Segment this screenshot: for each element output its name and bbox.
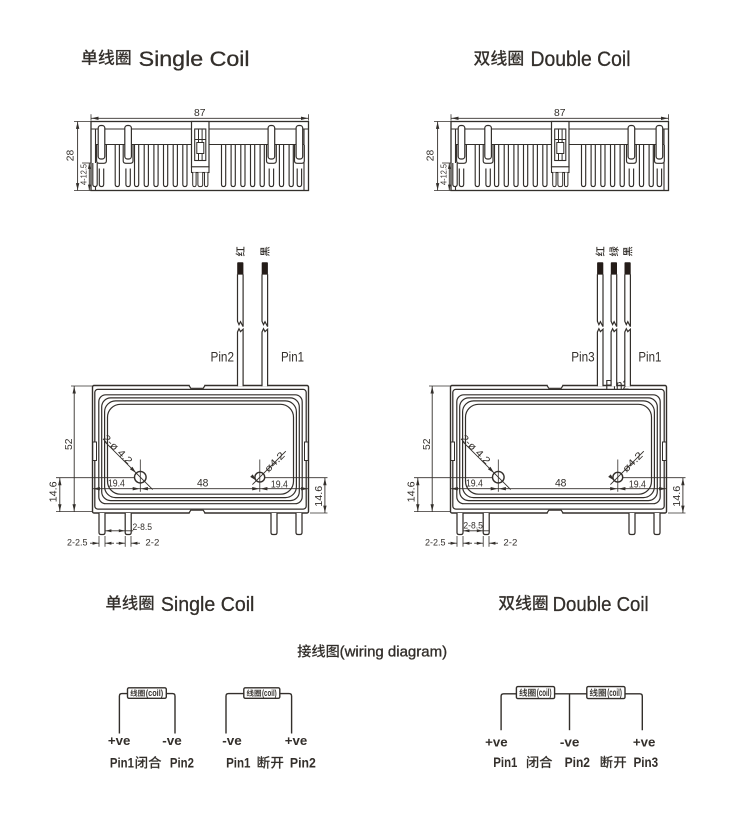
svg-text:-ve: -ve xyxy=(162,733,182,748)
svg-text:Pin3: Pin3 xyxy=(571,349,595,364)
svg-text:14.6: 14.6 xyxy=(314,485,325,506)
svg-text:2-2: 2-2 xyxy=(503,537,517,547)
svg-text:4-12.5: 4-12.5 xyxy=(439,163,448,185)
svg-text:19.4: 19.4 xyxy=(466,478,483,489)
svg-text:Pin3: Pin3 xyxy=(634,754,659,770)
svg-text:Single Coil: Single Coil xyxy=(139,47,250,71)
svg-text:87: 87 xyxy=(554,107,566,119)
svg-text:Pin2: Pin2 xyxy=(170,754,194,770)
svg-text:(coil): (coil) xyxy=(607,688,622,699)
svg-text:52: 52 xyxy=(421,438,433,450)
svg-text:28: 28 xyxy=(64,150,76,162)
svg-text:87: 87 xyxy=(194,107,206,119)
svg-text:Pin1: Pin1 xyxy=(638,349,661,364)
svg-text:14.6: 14.6 xyxy=(407,481,418,502)
svg-text:19.4: 19.4 xyxy=(629,480,646,491)
svg-text:(coil): (coil) xyxy=(262,688,277,698)
svg-text:4-12.5: 4-12.5 xyxy=(79,163,88,185)
svg-text:48: 48 xyxy=(555,478,567,490)
svg-text:19.4: 19.4 xyxy=(108,478,125,489)
svg-text:52: 52 xyxy=(63,438,75,450)
svg-text:Pin2: Pin2 xyxy=(211,349,235,364)
svg-text:+ve: +ve xyxy=(108,733,131,748)
svg-text:2-2.5: 2-2.5 xyxy=(425,537,446,547)
svg-text:(coil): (coil) xyxy=(146,688,164,698)
svg-text:Double Coil: Double Coil xyxy=(553,594,649,616)
svg-text:+ve: +ve xyxy=(285,733,308,748)
svg-text:(coil): (coil) xyxy=(537,688,552,699)
svg-text:Double Coil: Double Coil xyxy=(531,48,631,71)
svg-text:2-8.5: 2-8.5 xyxy=(133,522,153,532)
svg-text:Pin2: Pin2 xyxy=(290,754,316,770)
svg-text:Single Coil: Single Coil xyxy=(161,594,255,616)
svg-text:Pin1: Pin1 xyxy=(281,349,304,364)
svg-text:2-2: 2-2 xyxy=(145,537,159,547)
svg-text:+ve: +ve xyxy=(485,735,508,750)
svg-text:Pin2: Pin2 xyxy=(565,754,591,770)
svg-text:(wiring diagram): (wiring diagram) xyxy=(340,644,448,661)
svg-text:-ve: -ve xyxy=(222,733,242,748)
svg-text:28: 28 xyxy=(424,150,436,162)
svg-text:+ve: +ve xyxy=(633,735,656,750)
svg-text:-ve: -ve xyxy=(560,735,580,750)
svg-text:Pin1: Pin1 xyxy=(493,754,517,770)
svg-text:14.6: 14.6 xyxy=(49,481,60,502)
svg-text:2-2.5: 2-2.5 xyxy=(67,537,88,547)
svg-text:2-8.5: 2-8.5 xyxy=(463,520,483,530)
svg-text:Pin1: Pin1 xyxy=(110,754,134,770)
svg-text:Pin1: Pin1 xyxy=(226,754,251,770)
svg-text:48: 48 xyxy=(197,478,209,490)
svg-text:14.6: 14.6 xyxy=(672,485,683,506)
svg-text:19.4: 19.4 xyxy=(271,480,288,491)
